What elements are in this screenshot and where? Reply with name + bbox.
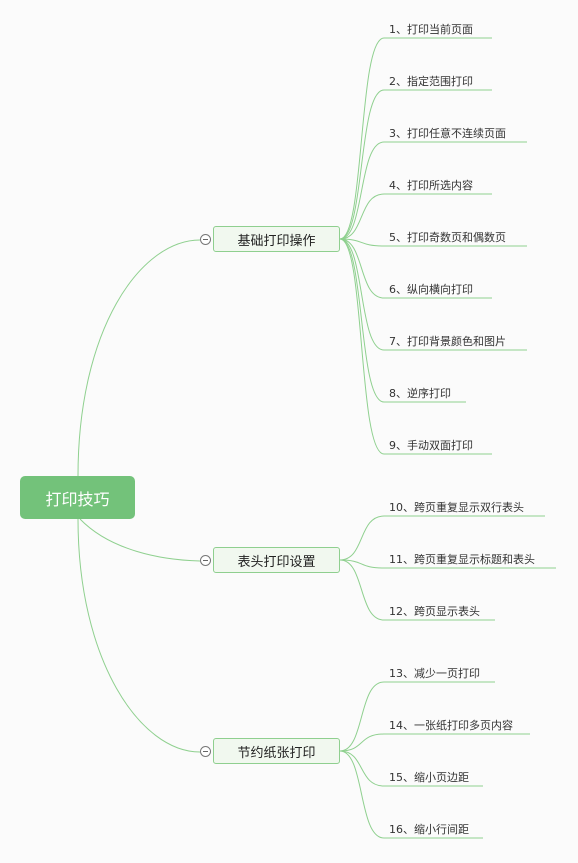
link-branch3-leaf-16: [339, 750, 483, 839]
leaf-topic[interactable]: 15、缩小页边距: [389, 771, 469, 784]
leaf-topic[interactable]: 3、打印任意不连续页面: [389, 127, 506, 140]
collapse-toggle-icon[interactable]: [200, 234, 211, 245]
leaf-topic[interactable]: 5、打印奇数页和偶数页: [389, 231, 506, 244]
link-root-branch-1: [77, 239, 201, 477]
root-topic[interactable]: 打印技巧: [20, 476, 135, 519]
leaf-topic[interactable]: 8、逆序打印: [389, 387, 451, 400]
leaf-topic[interactable]: 1、打印当前页面: [389, 23, 473, 36]
leaf-topic[interactable]: 12、跨页显示表头: [389, 605, 480, 618]
collapse-toggle-icon[interactable]: [200, 555, 211, 566]
link-branch1-leaf-8: [339, 238, 466, 403]
link-branch1-leaf-9: [339, 238, 492, 455]
leaf-topic[interactable]: 2、指定范围打印: [389, 75, 473, 88]
branch-topic-basic-printing[interactable]: 基础打印操作: [213, 226, 340, 252]
link-branch3-leaf-15: [339, 750, 483, 787]
link-branch1-leaf-5: [339, 238, 527, 247]
leaf-topic[interactable]: 6、纵向横向打印: [389, 283, 473, 296]
branch-topic-header-printing[interactable]: 表头打印设置: [213, 547, 340, 573]
leaf-topic[interactable]: 9、手动双面打印: [389, 439, 473, 452]
link-branch1-leaf-3: [339, 141, 527, 240]
link-branch2-leaf-10: [339, 515, 545, 561]
leaf-topic[interactable]: 16、缩小行间距: [389, 823, 469, 836]
leaf-topic[interactable]: 7、打印背景颜色和图片: [389, 335, 506, 348]
link-branch3-leaf-14: [339, 733, 530, 752]
link-branch1-leaf-4: [339, 193, 492, 240]
link-branch1-leaf-6: [339, 238, 492, 299]
branch-topic-paper-saving[interactable]: 节约纸张打印: [213, 738, 340, 764]
link-root-branch-3: [77, 518, 201, 753]
leaf-topic[interactable]: 14、一张纸打印多页内容: [389, 719, 513, 732]
collapse-toggle-icon[interactable]: [200, 746, 211, 757]
link-branch1-leaf-2: [339, 89, 492, 240]
leaf-topic[interactable]: 10、跨页重复显示双行表头: [389, 501, 524, 514]
link-branch1-leaf-7: [339, 238, 527, 351]
link-root-branch-2: [79, 518, 201, 562]
leaf-topic[interactable]: 13、减少一页打印: [389, 667, 480, 680]
link-branch2-leaf-12: [339, 559, 495, 621]
link-branch2-leaf-11: [339, 559, 556, 569]
link-branch1-leaf-1: [339, 37, 492, 240]
link-branch3-leaf-13: [339, 681, 495, 752]
leaf-topic[interactable]: 11、跨页重复显示标题和表头: [389, 553, 535, 566]
leaf-topic[interactable]: 4、打印所选内容: [389, 179, 473, 192]
